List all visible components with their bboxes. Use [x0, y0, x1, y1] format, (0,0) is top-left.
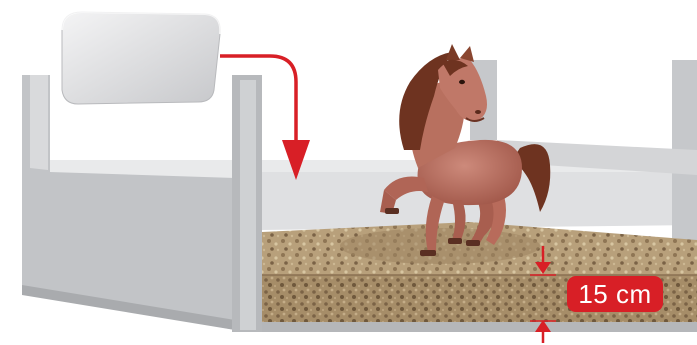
horse-icon [380, 44, 551, 256]
curved-arrow-down-icon [220, 54, 310, 180]
left-wall [22, 75, 235, 330]
right-wall [470, 60, 697, 240]
depth-indicator [530, 246, 556, 343]
front-post [232, 75, 262, 332]
wall-mounted-device [61, 10, 222, 105]
depth-label: 15 cm [567, 276, 663, 312]
